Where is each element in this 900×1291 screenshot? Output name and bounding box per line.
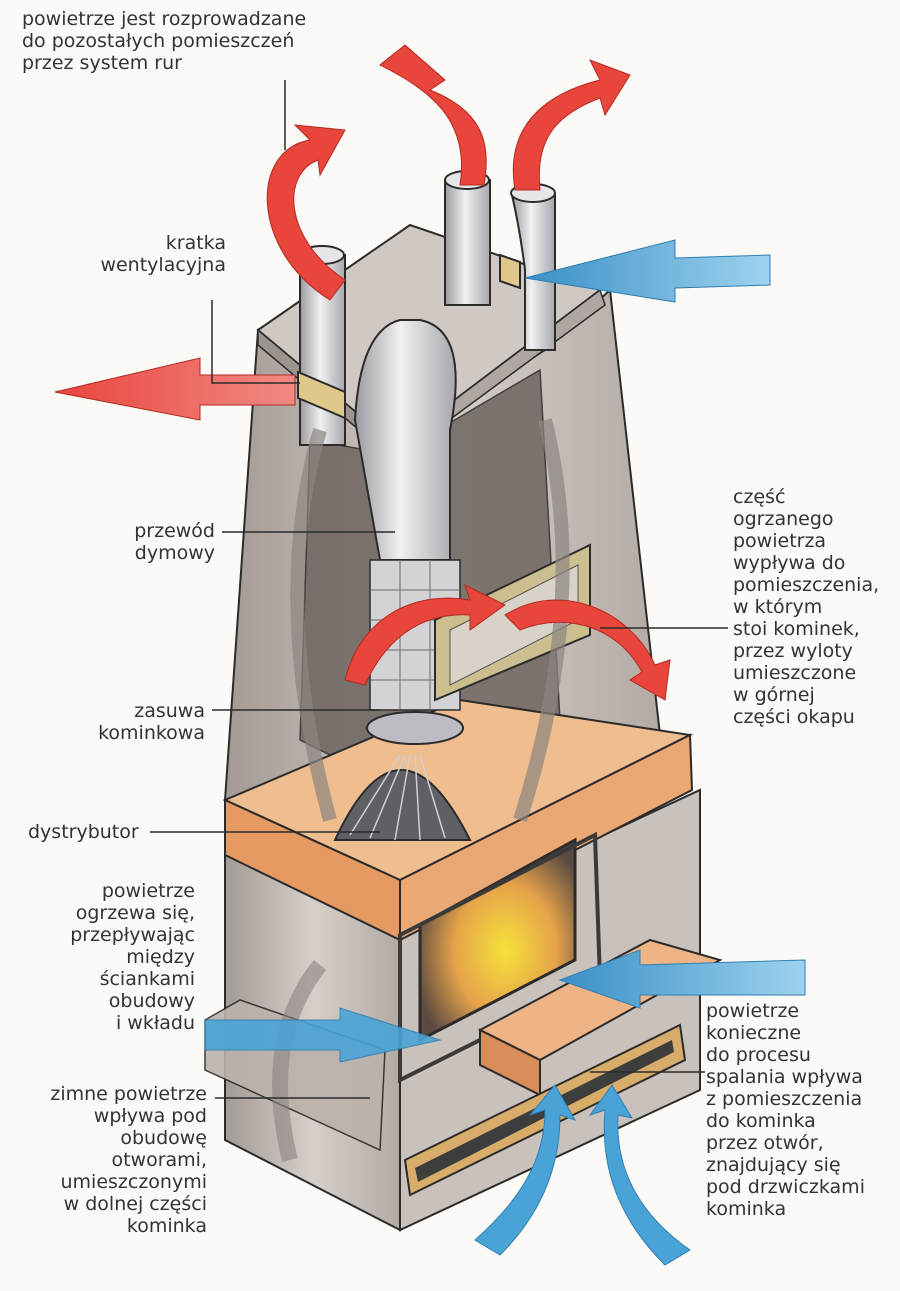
cold-arrow-bottom-left bbox=[474, 1084, 577, 1256]
leader-vent-grille bbox=[211, 300, 300, 384]
hot-arrow-hood-left bbox=[344, 584, 506, 686]
duct-left bbox=[290, 428, 337, 822]
label-flue: przewód dymowy bbox=[134, 520, 215, 564]
damper-ring bbox=[366, 711, 464, 745]
leader-lines bbox=[150, 80, 728, 1099]
vent-grille-left bbox=[297, 370, 346, 420]
mantel-side bbox=[399, 733, 694, 942]
hot-arrow-top-center bbox=[379, 44, 487, 186]
cold-air-arrows bbox=[204, 239, 806, 1266]
distributor-cone bbox=[333, 769, 472, 841]
label-combustion-air: powietrze konieczne do procesu spalania … bbox=[706, 1000, 865, 1220]
hot-air-arrows bbox=[54, 44, 671, 701]
firebox bbox=[418, 837, 577, 1043]
label-air-heats: powietrze ogrzewa się, przepływając międ… bbox=[70, 880, 195, 1034]
label-cold-air: zimne powietrze wpływa pod obudowę otwor… bbox=[50, 1083, 207, 1237]
label-vent-grille: kratka wentylacyjna bbox=[100, 232, 226, 276]
pipe-right bbox=[510, 194, 556, 351]
duct-lower bbox=[272, 960, 327, 1162]
cold-arrow-bottom-right bbox=[588, 1084, 691, 1266]
hot-arrow-left-out bbox=[54, 357, 296, 421]
cold-arrow-top-right bbox=[524, 239, 771, 303]
label-damper: zasuwa kominkowa bbox=[98, 700, 205, 744]
hot-arrow-hood-right bbox=[504, 599, 671, 701]
label-distributor: dystrybutor bbox=[28, 821, 139, 843]
label-warm-outlet: część ogrzanego powietrza wypływa do pom… bbox=[733, 486, 880, 728]
hot-arrow-top-right bbox=[512, 59, 631, 191]
fireplace-body bbox=[204, 170, 723, 1232]
vent-grille-right bbox=[499, 253, 521, 290]
distributor-ribs bbox=[349, 754, 446, 841]
hot-arrow-top-left bbox=[266, 124, 346, 301]
flue-pipe bbox=[353, 319, 457, 561]
cold-arrow-lower-left bbox=[204, 1007, 442, 1063]
label-top-note: powietrze jest rozprowadzane do pozostał… bbox=[22, 8, 307, 74]
pipe-center bbox=[444, 179, 491, 306]
cold-arrow-firebox bbox=[558, 949, 806, 1009]
